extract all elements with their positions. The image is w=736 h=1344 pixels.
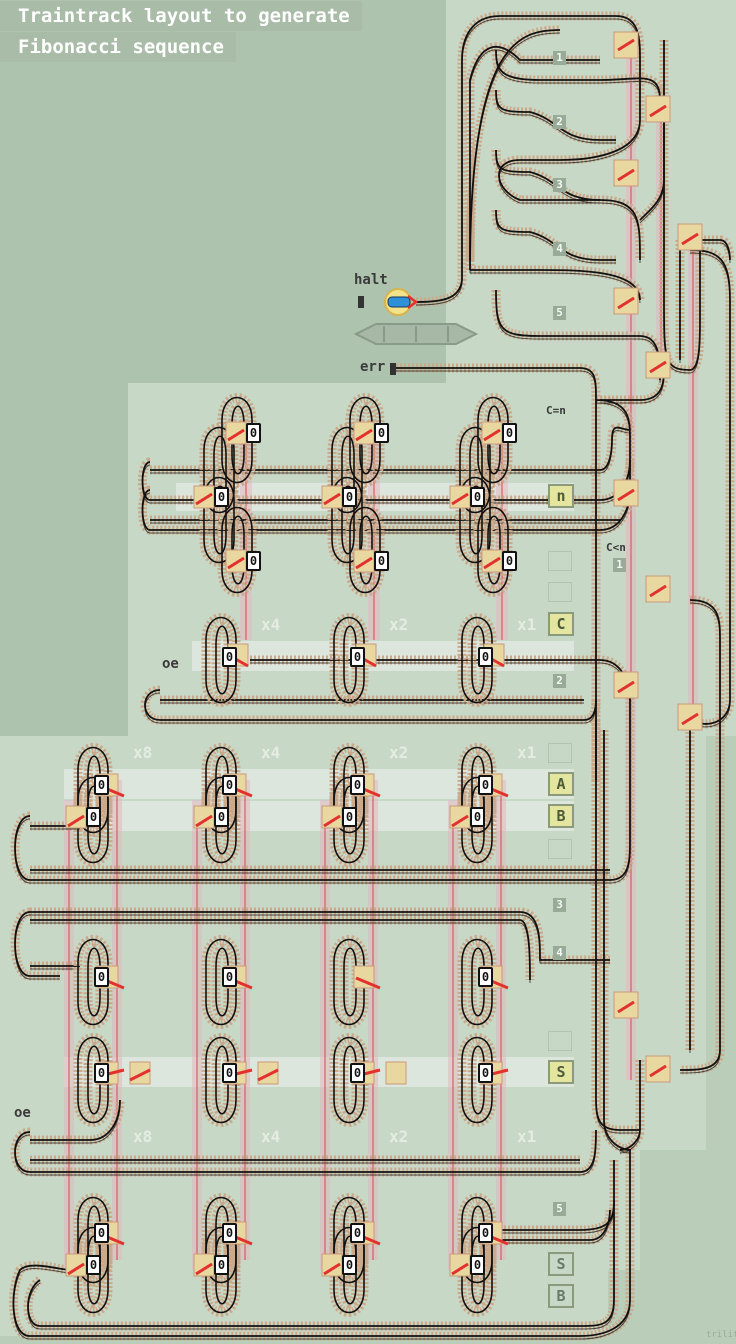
multiplier-c: x4	[261, 615, 281, 634]
oe-label-top: oe	[162, 656, 179, 672]
halt-station	[358, 288, 419, 316]
multiplier-s: x1	[517, 1127, 537, 1146]
multiplier-ab: x1	[517, 743, 537, 762]
bit-cell: 0	[246, 551, 261, 571]
bit-cell: 0	[478, 775, 493, 795]
bit-cell: 0	[470, 807, 485, 827]
bit-cell: 0	[342, 1255, 357, 1275]
step-badge: 5	[553, 1202, 566, 1216]
multiplier-c: x2	[389, 615, 409, 634]
register-empty	[548, 743, 572, 763]
err-label: err	[360, 359, 386, 375]
bit-cell: 0	[214, 487, 229, 507]
bit-cell: 0	[350, 1063, 365, 1083]
step-badge: 5	[553, 306, 566, 320]
bit-cell: 0	[222, 1063, 237, 1083]
bit-cell: 0	[222, 775, 237, 795]
register-empty	[548, 839, 572, 859]
multiplier-c: x1	[517, 615, 537, 634]
switch-levers	[617, 38, 699, 1078]
switches	[613, 31, 703, 1083]
bit-cell: 0	[502, 551, 517, 571]
bit-cell: 0	[94, 775, 109, 795]
step-badge: 1	[553, 51, 566, 65]
register-b-output: B	[548, 1284, 574, 1308]
bit-cell: 0	[470, 1255, 485, 1275]
bit-cell: 0	[86, 1255, 101, 1275]
step-badge: 2	[553, 674, 566, 688]
title-text-2: Fibonacci sequence	[18, 36, 224, 58]
multiplier-s: x4	[261, 1127, 281, 1146]
bit-cell: 0	[350, 1223, 365, 1243]
step-badge: 4	[553, 242, 566, 256]
bit-cell: 0	[214, 1255, 229, 1275]
step-badge: 3	[553, 898, 566, 912]
title-text-1: Traintrack layout to generate	[18, 5, 350, 27]
bit-cell: 0	[86, 807, 101, 827]
oe-label-bottom: oe	[14, 1105, 31, 1121]
bit-cell: 0	[350, 647, 365, 667]
train	[353, 323, 479, 345]
bit-cell: 0	[470, 487, 485, 507]
bit-switch-levers	[67, 428, 509, 1276]
credit: trilitr.nl	[706, 1330, 736, 1340]
c-eq-n-label: C=n	[546, 404, 566, 417]
multiplier-ab: x8	[133, 743, 153, 762]
title-line-1: Traintrack layout to generate	[0, 1, 362, 31]
step-badge: 2	[553, 115, 566, 129]
title-line-2: Fibonacci sequence	[0, 32, 236, 62]
bit-cell: 0	[478, 647, 493, 667]
register-empty	[548, 1031, 572, 1051]
register-empty	[548, 551, 572, 571]
bit-cell: 0	[342, 487, 357, 507]
bit-cell: 0	[502, 423, 517, 443]
bit-cell: 0	[478, 967, 493, 987]
signal-wires	[68, 50, 694, 1270]
multiplier-ab: x2	[389, 743, 409, 762]
register-a: A	[548, 772, 574, 796]
bit-cell: 0	[222, 1223, 237, 1243]
bit-cell: 0	[94, 967, 109, 987]
bit-cell: 0	[94, 1063, 109, 1083]
multiplier-s: x8	[133, 1127, 153, 1146]
step-badge: 4	[553, 946, 566, 960]
err-buffer	[390, 363, 396, 375]
bit-cell: 0	[342, 807, 357, 827]
register-s: S	[548, 1060, 574, 1084]
register-b: B	[548, 804, 574, 828]
bit-cell: 0	[94, 1223, 109, 1243]
halt-label: halt	[354, 272, 388, 288]
bit-cell: 0	[374, 551, 389, 571]
step-badge: 3	[553, 178, 566, 192]
bit-cell: 0	[246, 423, 261, 443]
bit-cell: 0	[478, 1063, 493, 1083]
bit-cell: 0	[478, 1223, 493, 1243]
register-n: n	[548, 484, 574, 508]
multiplier-ab: x4	[261, 743, 281, 762]
bit-cell: 0	[374, 423, 389, 443]
c-lt-n-label: C<n	[606, 541, 626, 554]
register-empty	[548, 582, 572, 602]
multiplier-s: x2	[389, 1127, 409, 1146]
bit-cell: 0	[214, 807, 229, 827]
register-c: C	[548, 612, 574, 636]
register-s-output: S	[548, 1252, 574, 1276]
bit-cell: 0	[350, 775, 365, 795]
bit-cell: 0	[222, 647, 237, 667]
bit-cell: 0	[222, 967, 237, 987]
c-lt-n-badge: 1	[613, 558, 626, 572]
